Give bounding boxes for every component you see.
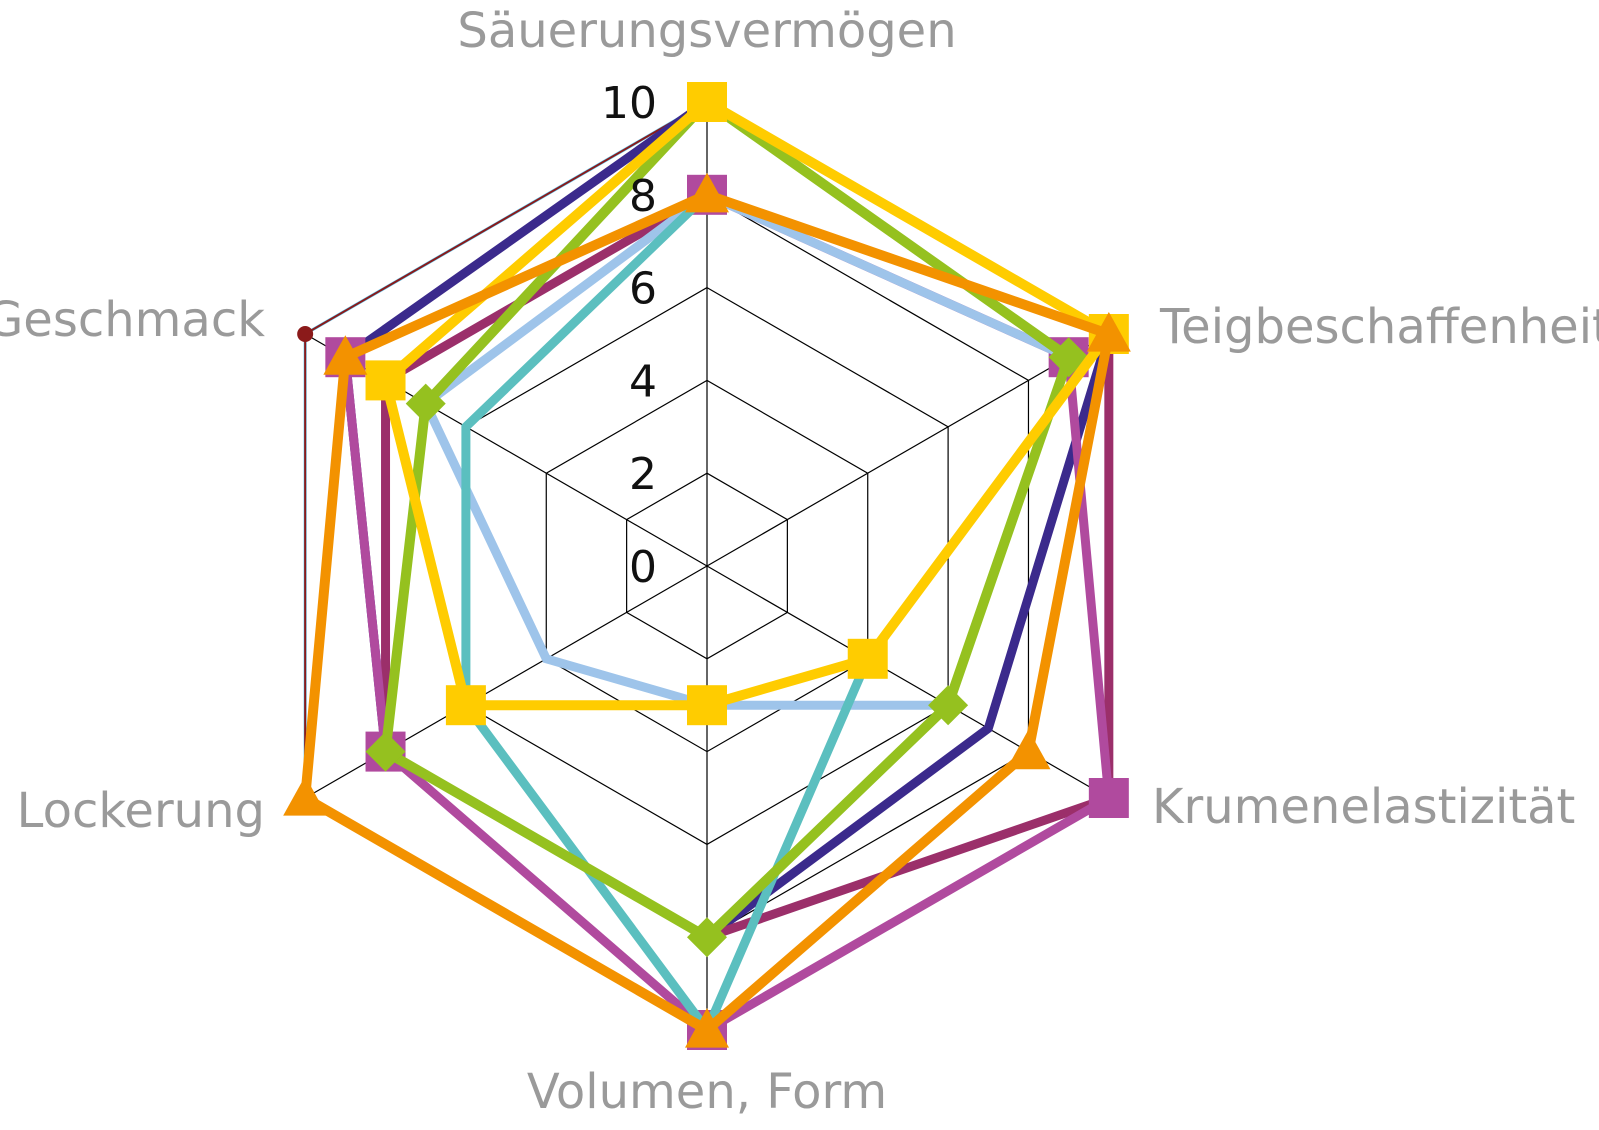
grid-layer <box>304 101 1110 1031</box>
series-7-point-2 <box>928 685 969 726</box>
tick-layer: 0 2 4 6 8 10 <box>601 78 657 593</box>
series-8-point-2 <box>847 638 888 679</box>
tick-label-0: 0 <box>629 542 657 593</box>
axis-label-teigbeschaffenheit: Teigbeschaffenheit <box>1159 299 1599 355</box>
tick-label-4: 4 <box>629 356 657 407</box>
series-layer <box>283 82 1131 1050</box>
series-7-point-3 <box>687 917 727 958</box>
axis-label-volumen-form: Volumen, Form <box>527 1064 887 1120</box>
tick-label-2: 2 <box>629 449 657 500</box>
series-9-point-0 <box>685 172 729 213</box>
series-9-point-3 <box>685 1008 729 1048</box>
series-9-point-5 <box>323 335 368 375</box>
series-9 <box>283 172 1131 1048</box>
series-9-point-4 <box>283 776 328 816</box>
axis-label-saeuerungsvermoegen: Säuerungsvermögen <box>457 3 956 59</box>
tick-label-10: 10 <box>601 78 657 129</box>
series-9-point-1 <box>1086 312 1131 352</box>
grid-spoke-1 <box>706 333 1110 567</box>
axis-label-krumenelastizitaet: Krumenelastizität <box>1152 779 1575 835</box>
series-9-point-2 <box>1006 729 1051 770</box>
series-7-point-4 <box>365 731 406 772</box>
tick-label-6: 6 <box>629 264 657 315</box>
series-1-point-5 <box>297 326 314 342</box>
series-8-point-3 <box>687 685 727 726</box>
axis-label-lockerung: Lockerung <box>17 783 265 839</box>
series-7-point-5 <box>405 383 446 424</box>
axis-label-layer: Säuerungsvermögen Teigbeschaffenheit Kru… <box>0 3 1599 1120</box>
series-8-point-4 <box>445 685 486 726</box>
series-4-point-2 <box>1088 778 1129 818</box>
series-8-point-0 <box>687 82 727 122</box>
tick-label-8: 8 <box>629 171 657 222</box>
series-8-point-5 <box>365 360 406 401</box>
axis-label-geschmack: Geschmack <box>0 292 265 348</box>
